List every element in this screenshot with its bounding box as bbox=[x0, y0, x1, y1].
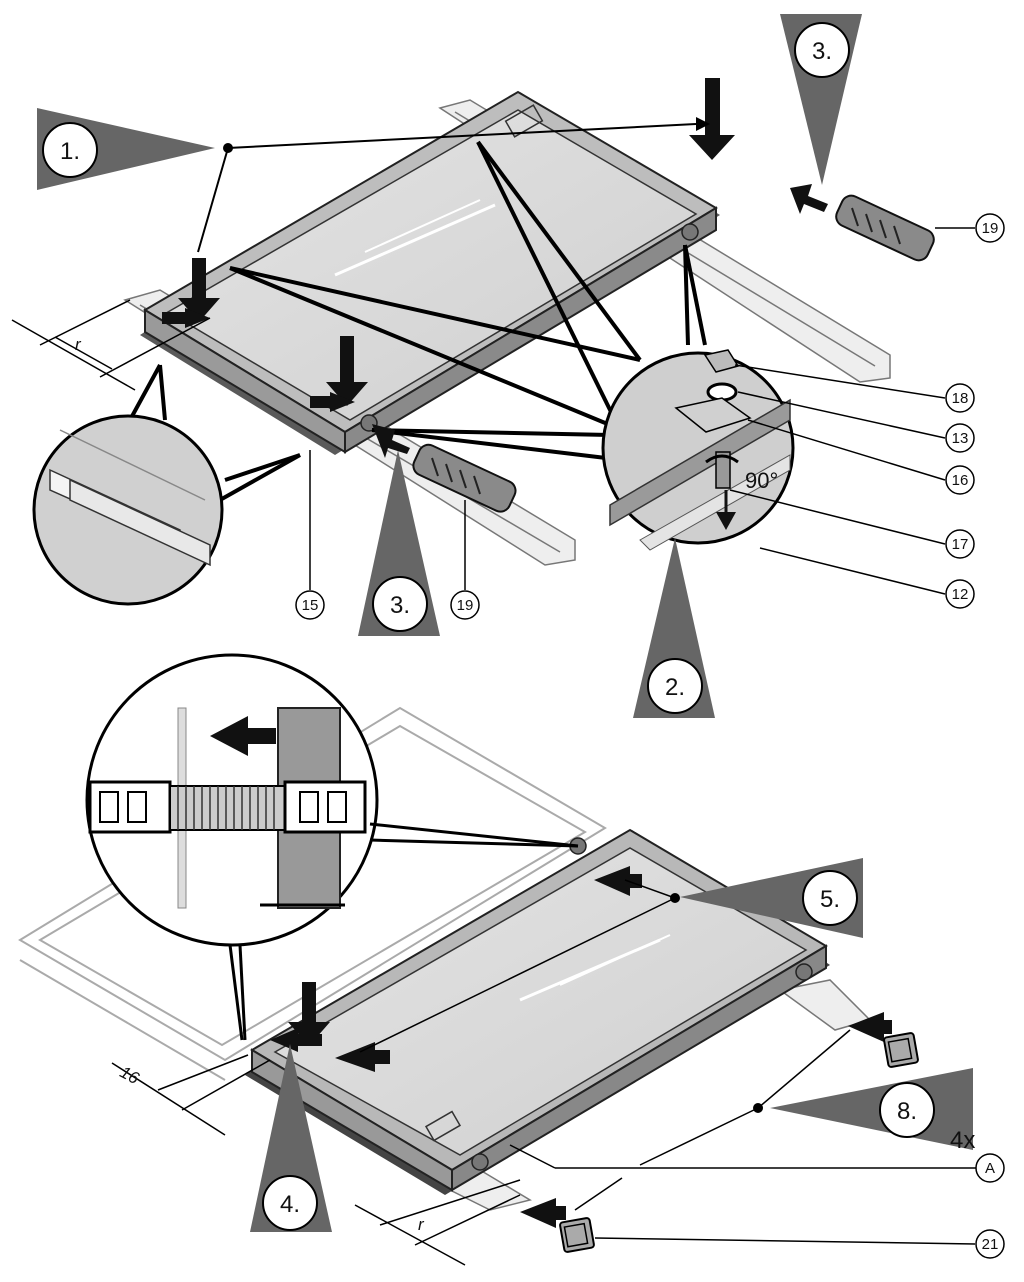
callout-17: 17 bbox=[952, 536, 969, 553]
detail-circle-connector bbox=[85, 653, 379, 947]
top-fittings bbox=[360, 223, 699, 432]
step-1-group bbox=[37, 108, 710, 253]
step-3-top-group bbox=[780, 14, 862, 185]
callout-18: 18 bbox=[952, 390, 969, 407]
bottom-arrows bbox=[270, 866, 892, 1228]
slide-arrows bbox=[162, 308, 355, 412]
callout-a-leader bbox=[509, 1144, 977, 1169]
dim-16: 16 bbox=[117, 1062, 143, 1088]
step-8-group bbox=[574, 1029, 973, 1211]
step-5-group bbox=[359, 858, 863, 1053]
callout-15: 15 bbox=[302, 597, 319, 614]
dim-lines-bottom bbox=[111, 1054, 521, 1266]
end-caps bbox=[559, 1032, 976, 1253]
bottom-leader-lines bbox=[228, 822, 579, 1041]
callout-leaders bbox=[309, 364, 946, 595]
callout-19-top: 19 bbox=[982, 220, 999, 237]
dim-lines-top bbox=[11, 299, 211, 391]
callout-13: 13 bbox=[952, 430, 969, 447]
step-3-top-label: 3. bbox=[812, 38, 832, 65]
step-4-group bbox=[250, 1044, 332, 1232]
dim-r-bottom: r bbox=[418, 1215, 425, 1234]
bottom-collector-panel bbox=[245, 828, 830, 1195]
callout-12: 12 bbox=[952, 586, 969, 603]
pipe-connector-lower bbox=[412, 443, 517, 590]
step-4-label: 4. bbox=[280, 1191, 300, 1218]
callout-16: 16 bbox=[952, 472, 969, 489]
step-8-label: 8. bbox=[897, 1098, 917, 1125]
step-3-lower-group bbox=[358, 424, 440, 636]
rotation-angle-label: 90° bbox=[745, 468, 778, 493]
callout-21: 21 bbox=[982, 1236, 999, 1253]
callout-bubbles bbox=[295, 213, 1005, 1259]
detail-circle-rail bbox=[32, 414, 224, 606]
top-collector-panel bbox=[140, 90, 720, 455]
top-leader-lines bbox=[128, 140, 707, 502]
callout-a: A bbox=[985, 1160, 995, 1177]
push-down-arrows bbox=[178, 78, 735, 406]
step-5-label: 5. bbox=[820, 886, 840, 913]
dim-r-top: r bbox=[75, 335, 82, 354]
pipe-connector-top bbox=[790, 184, 975, 262]
callout-19-lower: 19 bbox=[457, 597, 474, 614]
step-1-label: 1. bbox=[60, 138, 80, 165]
step-2-label: 2. bbox=[665, 674, 685, 701]
quantity-multiplier: 4x bbox=[950, 1127, 975, 1154]
step-2-group bbox=[633, 538, 715, 718]
step-3-lower-label: 3. bbox=[390, 592, 410, 619]
detail-circle-clamp bbox=[601, 349, 795, 551]
